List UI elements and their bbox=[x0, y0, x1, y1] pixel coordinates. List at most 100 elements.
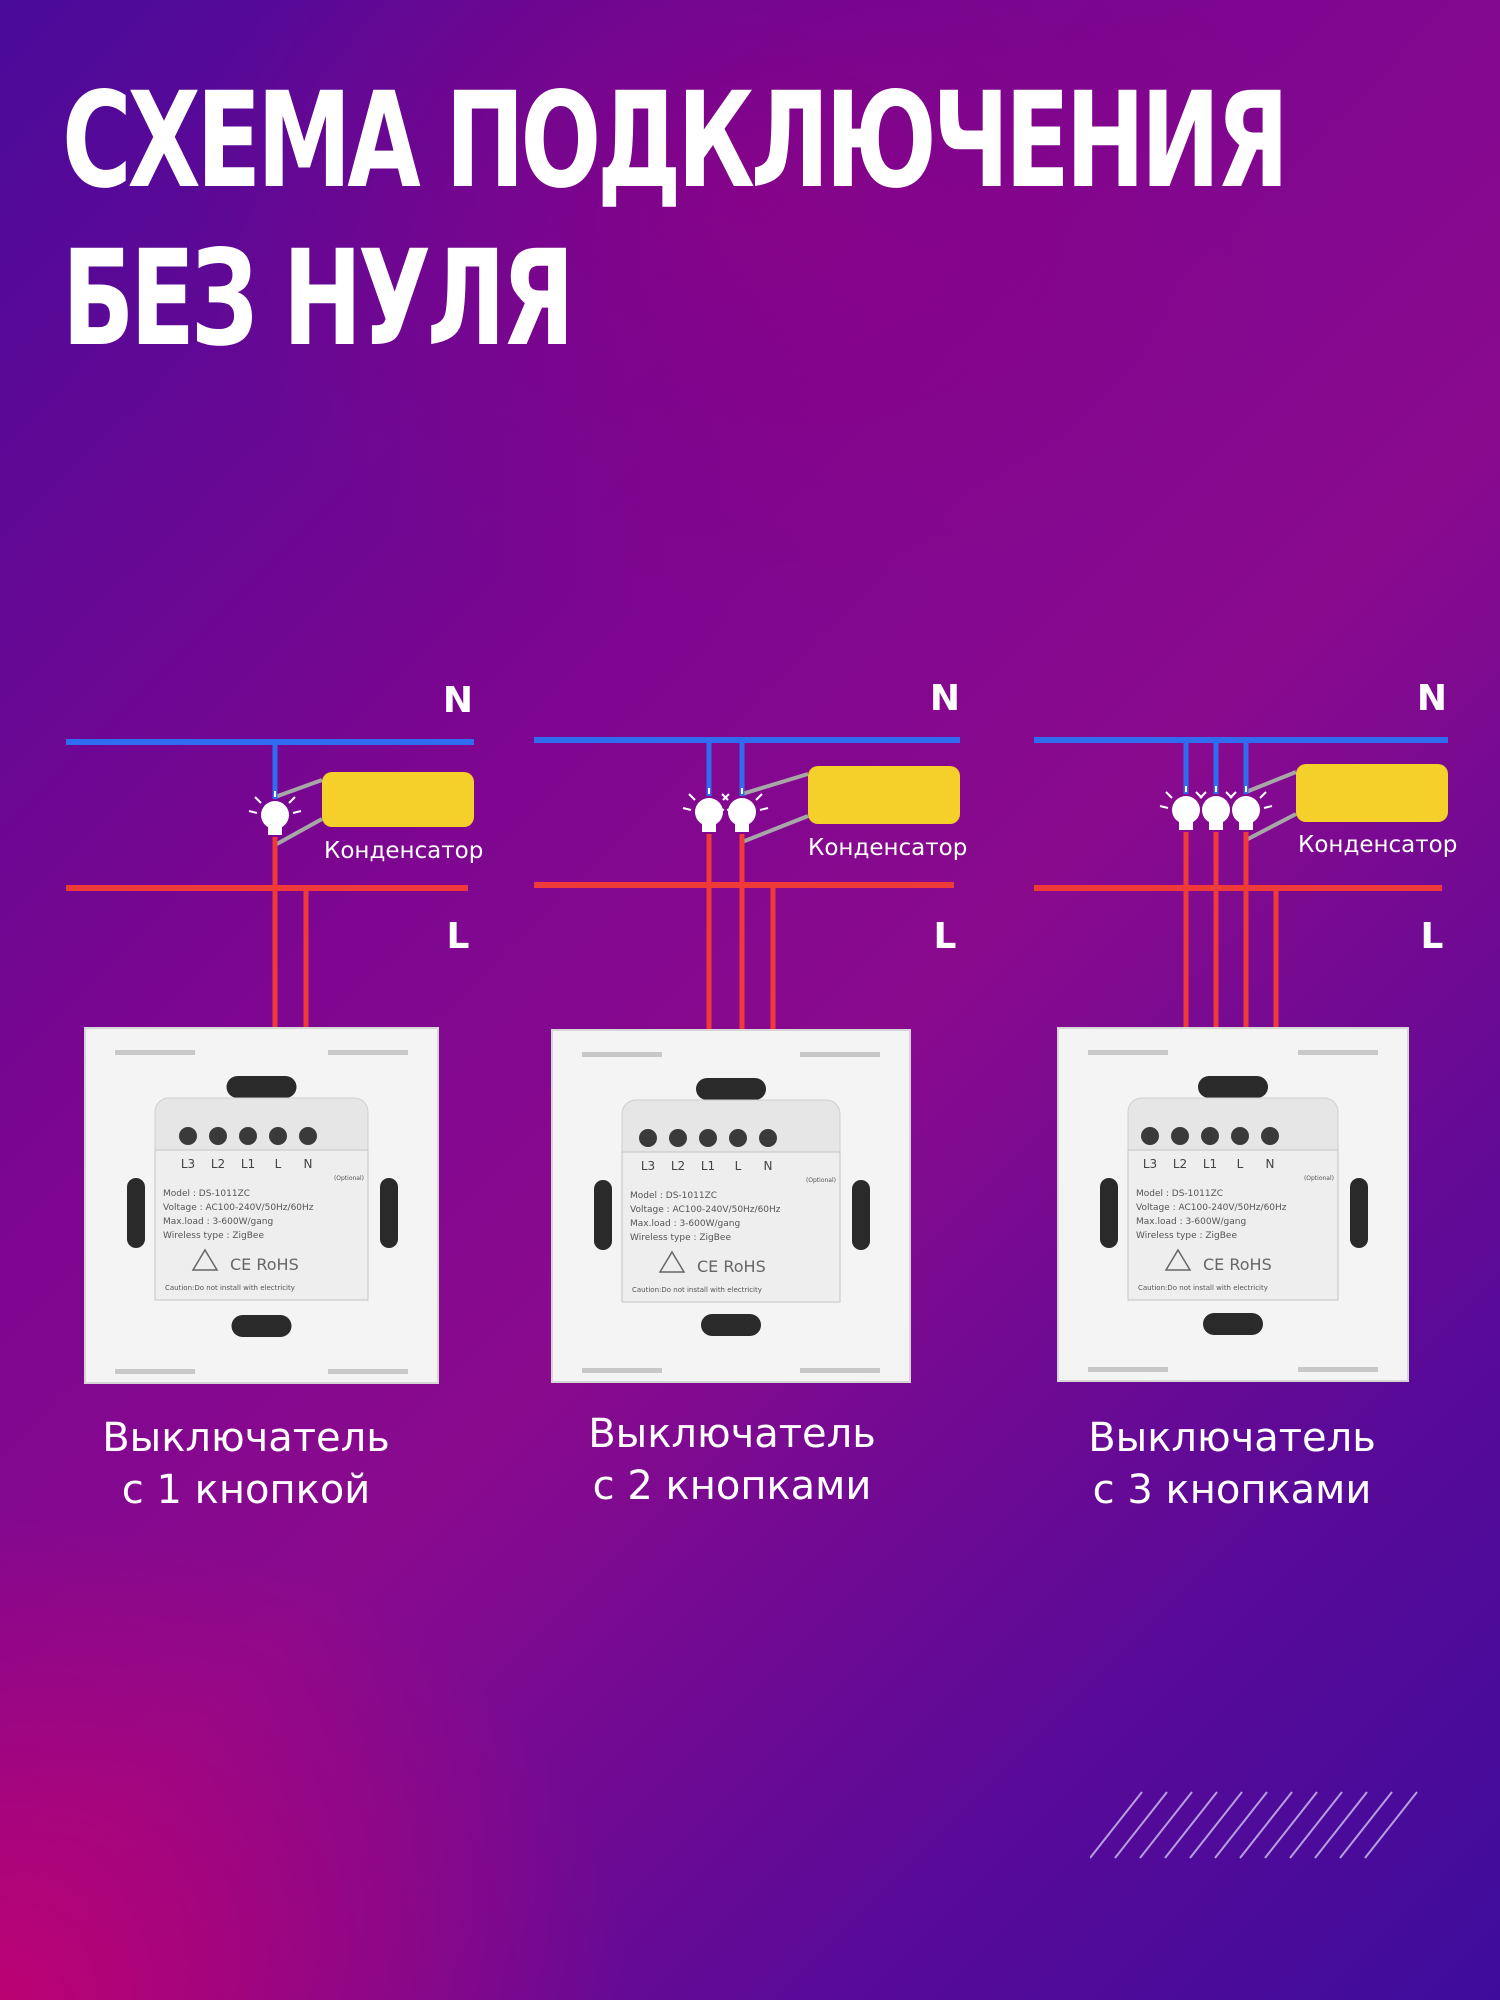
caption-2-line-2: с 2 кнопками bbox=[592, 1463, 872, 1509]
panel-slot bbox=[328, 1369, 408, 1374]
spec-voltage: Voltage : AC100-240V/50Hz/60Hz bbox=[630, 1205, 781, 1215]
bulb-glass bbox=[1172, 796, 1200, 824]
bulb-ray bbox=[254, 796, 262, 804]
bottom-clip bbox=[701, 1314, 761, 1336]
caption-switch-2: Выключатель с 2 кнопками bbox=[522, 1408, 942, 1512]
capacitor bbox=[1296, 764, 1448, 822]
bulb-ray bbox=[682, 807, 692, 811]
capacitor-lead-top bbox=[274, 778, 323, 799]
bulb-ray bbox=[1159, 805, 1169, 809]
terminal-screw bbox=[1261, 1127, 1279, 1145]
terminal-label: L2 bbox=[211, 1157, 225, 1171]
bulb-ray bbox=[715, 807, 725, 811]
bulb-icon bbox=[1159, 786, 1213, 830]
panel-slot bbox=[1298, 1050, 1378, 1055]
bulb-ray bbox=[755, 793, 763, 801]
spec-label bbox=[1127, 1149, 1339, 1301]
cert-marks: CE RoHS bbox=[1203, 1255, 1272, 1274]
wires-2 bbox=[534, 737, 960, 1146]
bulb-ray bbox=[759, 807, 769, 811]
spec-max-load: Max.load : 3-600W/gang bbox=[1136, 1217, 1246, 1227]
right-clip bbox=[1350, 1178, 1368, 1248]
spec-voltage: Voltage : AC100-240V/50Hz/60Hz bbox=[1136, 1203, 1287, 1213]
bulb-icon bbox=[1189, 786, 1243, 830]
bulb-ray bbox=[248, 810, 258, 814]
terminal-label: L bbox=[275, 1157, 282, 1171]
panel-slot bbox=[582, 1368, 662, 1373]
bottom-clip bbox=[1203, 1313, 1263, 1335]
terminal-label: L3 bbox=[181, 1157, 195, 1171]
bulb-ray bbox=[1259, 791, 1267, 799]
bulb-ray bbox=[292, 810, 302, 814]
bulb-glass bbox=[261, 801, 289, 829]
bulb-glass bbox=[695, 798, 723, 826]
spec-caution: Caution:Do not install with electricity bbox=[165, 1284, 295, 1292]
terminal-label: L1 bbox=[241, 1157, 255, 1171]
bulb-base bbox=[702, 822, 716, 832]
bulb-ray bbox=[1219, 805, 1229, 809]
spec-label bbox=[154, 1149, 369, 1301]
optional-note: (Optional) bbox=[334, 1175, 364, 1182]
panel-slot bbox=[800, 1368, 880, 1373]
spec-wireless: Wireless type : ZigBee bbox=[630, 1233, 731, 1243]
spec-max-load: Max.load : 3-600W/gang bbox=[163, 1217, 273, 1227]
top-clip bbox=[696, 1078, 766, 1100]
capacitor-label: Конденсатор bbox=[1298, 832, 1457, 858]
spec-model: Model : DS-1011ZC bbox=[163, 1189, 250, 1199]
capacitor-lead-bottom bbox=[741, 814, 809, 844]
panel-slot bbox=[582, 1052, 662, 1057]
bulb-ray bbox=[1165, 791, 1173, 799]
bulb-ray bbox=[1263, 805, 1273, 809]
terminal-screw bbox=[759, 1129, 777, 1147]
terminal-label: L bbox=[735, 1159, 742, 1173]
bulb-ray bbox=[288, 796, 296, 804]
terminal-label: N bbox=[304, 1157, 313, 1171]
warning-icon bbox=[1164, 1248, 1192, 1271]
caption-3-line-2: с 3 кнопками bbox=[1092, 1467, 1372, 1513]
spec-label bbox=[621, 1151, 841, 1303]
terminal-label: L3 bbox=[641, 1159, 655, 1173]
neutral-label: N bbox=[1417, 678, 1447, 719]
spec-model: Model : DS-1011ZC bbox=[1136, 1189, 1223, 1199]
spec-caution: Caution:Do not install with electricity bbox=[1138, 1284, 1268, 1292]
bulb-ray bbox=[1225, 791, 1233, 799]
cert-marks: CE RoHS bbox=[697, 1257, 766, 1276]
optional-note: (Optional) bbox=[1304, 1175, 1334, 1182]
terminal-screw bbox=[179, 1127, 197, 1145]
spec-caution: Caution:Do not install with electricity bbox=[632, 1286, 762, 1294]
top-clip bbox=[1198, 1076, 1268, 1098]
capacitor-label: Конденсатор bbox=[324, 838, 483, 864]
terminal-label: L2 bbox=[671, 1159, 685, 1173]
bulb-glass bbox=[1202, 796, 1230, 824]
capacitor-lead-bottom bbox=[274, 817, 323, 847]
bulb-ray bbox=[721, 793, 729, 801]
panel-slot bbox=[115, 1050, 195, 1055]
caption-switch-1: Выключатель с 1 кнопкой bbox=[36, 1412, 456, 1516]
panel-slot bbox=[328, 1050, 408, 1055]
warning-icon bbox=[191, 1248, 219, 1271]
bulb-base bbox=[1209, 820, 1223, 830]
panel-slot bbox=[800, 1052, 880, 1057]
live-label: L bbox=[1421, 916, 1444, 957]
caption-1-line-1: Выключатель bbox=[102, 1415, 390, 1461]
terminal-screw bbox=[209, 1127, 227, 1145]
terminal-label: L1 bbox=[701, 1159, 715, 1173]
capacitor bbox=[322, 772, 474, 827]
terminal-screw bbox=[639, 1129, 657, 1147]
terminal-label: L bbox=[1237, 1157, 1244, 1171]
left-clip bbox=[594, 1180, 612, 1250]
left-clip bbox=[1100, 1178, 1118, 1248]
terminal-screw bbox=[299, 1127, 317, 1145]
title-line-2: БЕЗ НУЛЯ bbox=[62, 222, 575, 376]
terminal-label: L1 bbox=[1203, 1157, 1217, 1171]
live-label: L bbox=[934, 916, 957, 957]
right-clip bbox=[380, 1178, 398, 1248]
terminal-screw bbox=[1231, 1127, 1249, 1145]
bulb-glass bbox=[728, 798, 756, 826]
terminal-screw bbox=[1141, 1127, 1159, 1145]
warning-icon bbox=[658, 1250, 686, 1273]
cert-marks: CE RoHS bbox=[230, 1255, 299, 1274]
